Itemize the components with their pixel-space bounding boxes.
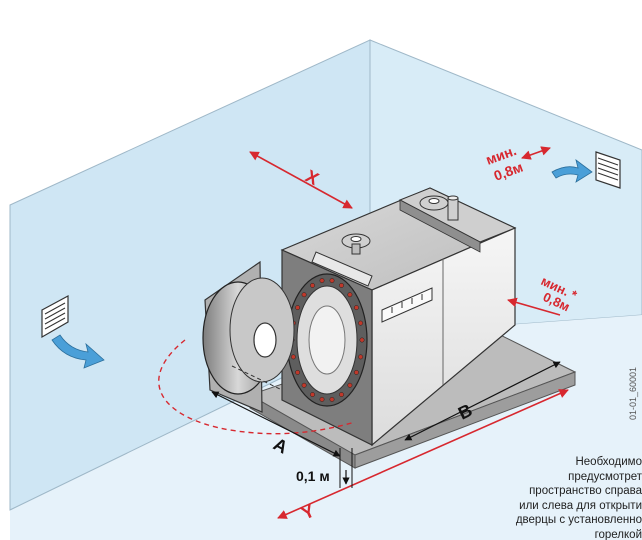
boiler-door [202, 260, 295, 413]
bolt-icon [353, 305, 359, 311]
flange-rear-icon [419, 195, 449, 211]
bolt-icon [358, 354, 364, 360]
control-panel [381, 287, 433, 323]
bolt-icon [295, 305, 301, 311]
vent-grille-right-icon [595, 151, 621, 189]
bolt-icon [290, 354, 296, 360]
dimension-x-line [249, 151, 353, 209]
bolt-icon [295, 369, 301, 375]
top-manifold [311, 251, 373, 287]
note-line: Необходимо [575, 456, 642, 468]
furnace-opening [286, 273, 368, 407]
drawing-code: 01-01_60001 [628, 367, 638, 420]
chimney-pipe-icon [447, 195, 459, 221]
label-gap: 0,1 м [296, 468, 330, 484]
bolt-icon [339, 282, 344, 288]
dimensions [211, 146, 569, 519]
bolt-icon [310, 282, 315, 288]
bolt-icon [301, 292, 307, 298]
airflow-in-arrow-icon [51, 334, 105, 369]
bolt-icon [347, 382, 353, 388]
bolt-icon [353, 369, 359, 375]
bolt-icon [301, 382, 307, 388]
note-line: предусмотрет [568, 470, 642, 483]
bolt-icon [319, 278, 325, 284]
airflow-out-arrow-icon [551, 159, 593, 183]
dimension-b-line [404, 361, 561, 441]
flange-front-icon [341, 233, 371, 255]
bolt-icon [319, 396, 325, 402]
bolt-icon [329, 278, 335, 284]
vent-grille-left-icon [41, 294, 69, 339]
bolt-icon [329, 396, 335, 402]
bolt-icon [347, 292, 353, 298]
bolt-icon [358, 320, 364, 326]
note-line: горелкой [594, 528, 642, 540]
dimension-min-back-line [521, 146, 551, 160]
bolt-icon [359, 337, 365, 343]
note-line: или слева для открыти [519, 499, 642, 512]
clearance-note: Необходимо предусмотрет пространство спр… [442, 455, 642, 540]
note-line: дверцы с установленно [515, 514, 642, 526]
dimension-min-side-line [507, 297, 561, 316]
bolt-icon [310, 392, 315, 398]
note-line: пространство справа [529, 485, 642, 497]
bolt-icon [339, 392, 344, 398]
furnace-bolt-ring [289, 278, 365, 402]
dimension-a-line [211, 391, 341, 457]
